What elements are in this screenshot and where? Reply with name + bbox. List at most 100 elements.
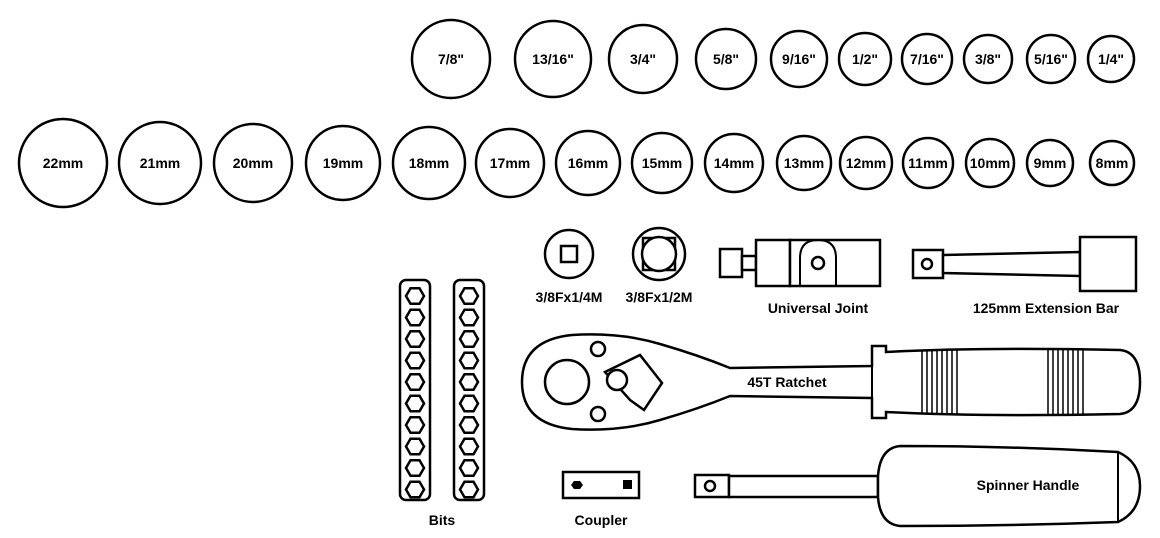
coupler: Coupler [561, 470, 641, 528]
socket-9-16: 9/16" [769, 29, 829, 89]
socket-13mm: 13mm [775, 134, 833, 192]
adapter-label: 3/8Fx1/4M [536, 289, 603, 305]
bit-hex-icon [458, 480, 480, 499]
uj-pin-icon [810, 255, 826, 271]
hex-socket-icon [571, 481, 583, 489]
bit-hex-icon [404, 329, 426, 349]
socket-3-4: 3/4" [607, 23, 679, 95]
socket-label: 10mm [970, 155, 1010, 171]
socket-label: 5/8" [713, 51, 739, 67]
socket-label: 12mm [846, 155, 886, 171]
bit-hex-icon [404, 394, 426, 413]
socket-3-8: 3/8" [962, 33, 1014, 85]
uj-yoke-left [754, 238, 792, 288]
socket-label: 22mm [43, 155, 83, 171]
adapter-3-8f-1-2m: 3/8Fx1/2M [626, 226, 693, 305]
socket-13-16: 13/16" [513, 19, 593, 99]
universal-joint: Universal Joint [718, 238, 882, 316]
bit-hex-icon [458, 286, 480, 306]
socket-label: 8mm [1096, 155, 1129, 171]
socket-label: 9mm [1034, 155, 1067, 171]
extension-shaft [941, 250, 1082, 278]
socket-7-16: 7/16" [900, 32, 954, 86]
socket-9mm: 9mm [1025, 138, 1075, 188]
socket-12mm: 12mm [838, 135, 894, 191]
socket-22mm: 22mm [17, 117, 109, 209]
socket-15mm: 15mm [630, 131, 694, 195]
coupler-label: Coupler [575, 512, 628, 528]
ratchet-screw-top-icon [589, 340, 607, 358]
socket-label: 13mm [784, 155, 824, 171]
socket-label: 21mm [140, 155, 180, 171]
bit-hex-icon [458, 415, 480, 435]
socket-label: 17mm [490, 155, 530, 171]
uj-cross-outline [799, 238, 837, 286]
socket-16mm: 16mm [554, 129, 622, 197]
bit-hex-icon [404, 308, 426, 327]
socket-14mm: 14mm [703, 132, 765, 194]
extension-socket-end [1078, 235, 1138, 293]
socket-label: 1/2" [852, 51, 878, 67]
universal-joint-label: Universal Joint [768, 300, 869, 316]
bit-hex-icon [458, 351, 480, 370]
uj-neck [740, 254, 758, 272]
bits-holder: Bits [398, 278, 486, 528]
ratchet-body [520, 333, 1142, 431]
adapter-inner [640, 235, 678, 273]
socket-label: 16mm [568, 155, 608, 171]
bit-hex-icon [404, 351, 426, 370]
ratchet-selector-lever-icon [605, 368, 629, 392]
bit-hex-icon [404, 286, 426, 306]
socket-8mm: 8mm [1088, 139, 1136, 187]
socket-label: 14mm [714, 155, 754, 171]
socket-label: 18mm [409, 155, 449, 171]
spinner-shaft [727, 474, 880, 499]
socket-17mm: 17mm [474, 127, 546, 199]
ratchet-grip-lines [921, 350, 1084, 414]
socket-1-4: 1/4" [1086, 34, 1136, 84]
socket-label: 7/8" [438, 51, 464, 67]
ratchet-label: 45T Ratchet [747, 374, 827, 390]
socket-19mm: 19mm [304, 124, 382, 202]
adapter-3-8f-1-4m: 3/8Fx1/4M [536, 228, 603, 305]
socket-label: 1/4" [1098, 51, 1124, 67]
bit-hex-icon [458, 458, 480, 478]
spinner-ball-icon [703, 479, 717, 493]
socket-label: 15mm [642, 155, 682, 171]
socket-11mm: 11mm [901, 136, 955, 190]
bit-slots [404, 286, 480, 499]
bit-hex-icon [404, 415, 426, 435]
ratchet-screw-bottom-icon [589, 405, 607, 423]
bit-hex-icon [458, 329, 480, 349]
socket-7-8: 7/8" [410, 18, 492, 100]
spinner-handle: Spinner Handle [693, 444, 1142, 528]
extension-bar-label: 125mm Extension Bar [973, 300, 1120, 316]
extension-ball-icon [920, 257, 934, 271]
square-drive-icon [559, 244, 579, 264]
uj-drive-tang [718, 247, 744, 279]
ratchet-selector-plate [602, 353, 664, 412]
socket-1-2: 1/2" [837, 31, 893, 87]
socket-label: 11mm [908, 155, 948, 171]
extension-bar: 125mm Extension Bar [911, 235, 1138, 316]
spinner-handle-label: Spinner Handle [977, 477, 1080, 493]
adapter-label: 3/8Fx1/2M [626, 289, 693, 305]
imperial-sockets-row: 7/8" 13/16" 3/4" 5/8" 9/16" 1/2" 7/16" 3… [410, 18, 1136, 100]
spinner-grip [876, 444, 1142, 528]
bit-hex-icon [458, 394, 480, 413]
socket-label: 9/16" [782, 51, 816, 67]
metric-sockets-row: 22mm 21mm 20mm 19mm 18mm 17mm 16mm 15mm … [17, 117, 1136, 209]
socket-10mm: 10mm [964, 137, 1016, 189]
ratchet: 45T Ratchet [520, 333, 1142, 431]
socket-20mm: 20mm [212, 122, 294, 204]
bits-label: Bits [429, 512, 456, 528]
bit-hex-icon [404, 372, 426, 392]
bit-hex-icon [458, 437, 480, 456]
bit-hex-icon [458, 308, 480, 327]
square-socket-icon [623, 480, 632, 489]
socket-label: 20mm [233, 155, 273, 171]
socket-5-16: 5/16" [1025, 33, 1077, 85]
socket-label: 3/8" [975, 51, 1001, 67]
bit-hex-icon [404, 480, 426, 499]
